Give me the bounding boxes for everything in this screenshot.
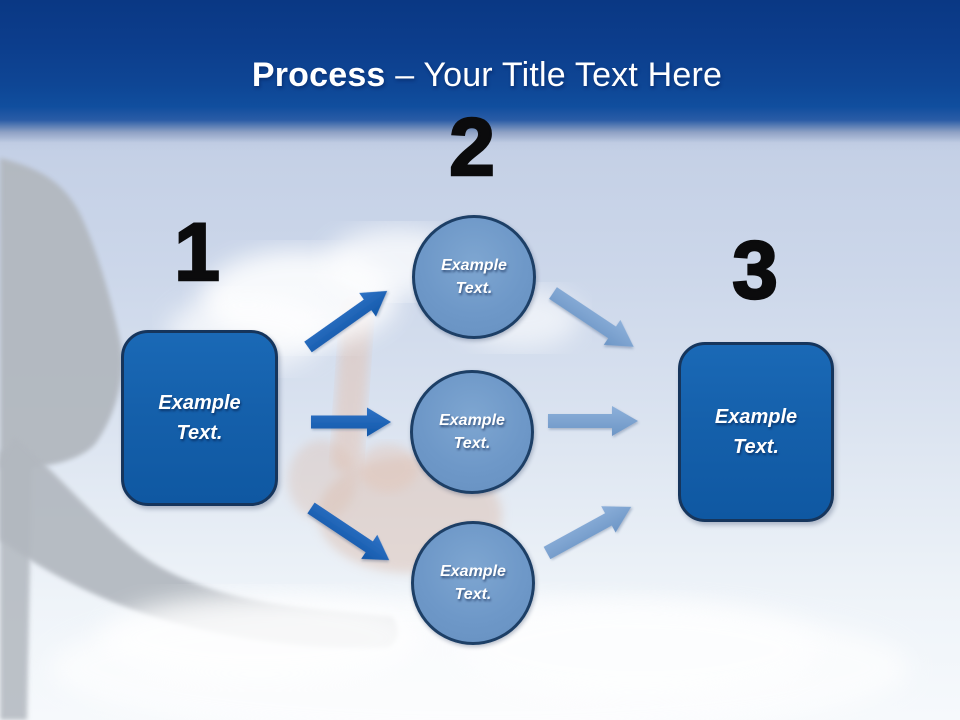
step2-circle-bottom-label: Example Text. — [440, 563, 506, 603]
title-bar — [0, 0, 960, 152]
step3-box: Example Text. — [678, 342, 834, 522]
step2-circle-middle-label: Example Text. — [439, 412, 505, 452]
slide-title: Process – Your Title Text Here — [0, 54, 960, 96]
cloud — [460, 600, 820, 700]
step1-box: Example Text. — [121, 330, 278, 506]
hand-wrist — [288, 440, 356, 520]
step-number-2: 2 — [448, 101, 496, 195]
step-number-3: 3 — [731, 224, 779, 318]
step3-box-label: Example Text. — [714, 406, 798, 458]
step2-circle-top-label: Example Text. — [441, 257, 507, 297]
step2-circle-top: Example Text. — [412, 215, 536, 339]
hand-knuckle — [358, 444, 418, 492]
silhouette-shoulder — [0, 158, 123, 469]
cloud — [100, 593, 420, 683]
step-number-1: 1 — [173, 206, 221, 300]
step1-box-label: Example Text. — [158, 392, 241, 444]
slide-title-rest: – Your Title Text Here — [385, 56, 723, 94]
silhouette-arm — [0, 436, 398, 649]
step2-circle-bottom: Example Text. — [411, 521, 535, 645]
step2-circle-middle: Example Text. — [410, 370, 534, 494]
slide-title-bold: Process — [251, 56, 386, 94]
